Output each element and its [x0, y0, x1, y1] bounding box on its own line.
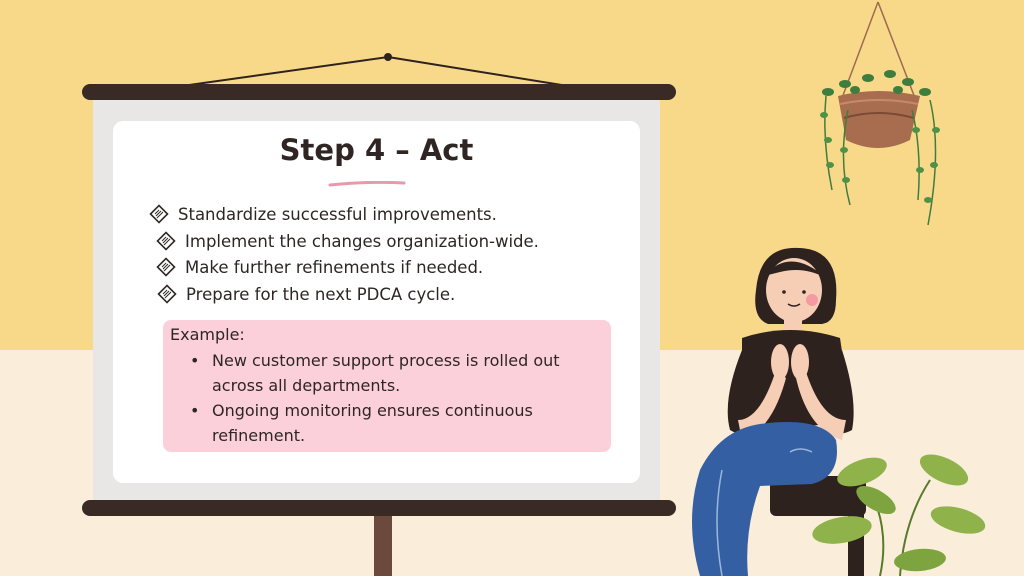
example-label: Example: [170, 325, 245, 344]
example-item-text: Ongoing monitoring ensures continuous re… [212, 401, 533, 445]
bullet-dot-icon: • [190, 401, 200, 420]
bullet-dot-icon: • [190, 351, 200, 370]
example-item-text: New customer support process is rolled o… [212, 351, 560, 395]
title-underline [328, 181, 406, 187]
diamond-bullet-icon [156, 257, 176, 277]
bullet-text: Implement the changes organization-wide. [185, 231, 539, 251]
bullet-item: Make further refinements if needed. [155, 256, 483, 278]
diamond-bullet-icon [157, 284, 177, 304]
diamond-bullet-icon [156, 231, 176, 251]
bullet-text: Prepare for the next PDCA cycle. [186, 284, 456, 304]
bullet-text: Standardize successful improvements. [178, 204, 497, 224]
bullet-item: Prepare for the next PDCA cycle. [156, 283, 455, 305]
slide-title: Step 4 – Act [279, 133, 474, 167]
example-box [163, 320, 611, 452]
bullet-text: Make further refinements if needed. [185, 257, 484, 277]
bullet-item: Standardize successful improvements. [148, 203, 497, 225]
diamond-bullet-icon [149, 204, 169, 224]
bullet-item: Implement the changes organization-wide. [155, 230, 539, 252]
